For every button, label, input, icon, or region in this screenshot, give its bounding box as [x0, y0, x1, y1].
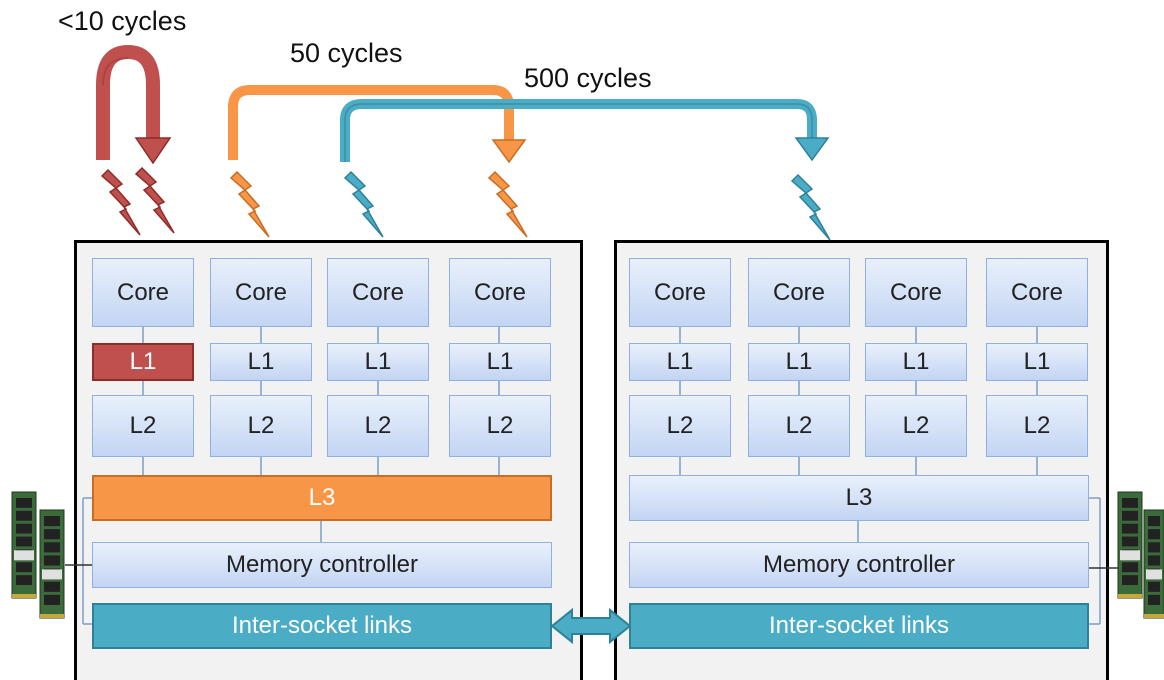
core-box: Core [629, 258, 731, 327]
same-socket-arrowhead-icon [491, 139, 527, 164]
local-latency-arrow [96, 44, 160, 160]
core-box: Core [327, 258, 429, 327]
lightning-bolt-icon [134, 166, 175, 234]
double-arrow-icon [550, 607, 632, 645]
lightning-bolt-icon [343, 170, 384, 238]
l1-cache: L1 [449, 343, 551, 381]
l1-cache: L1 [327, 343, 429, 381]
socket-1-connectors [65, 327, 500, 625]
lightning-bolt-icon [790, 173, 831, 241]
l1-cache: L1 [210, 343, 312, 381]
memory-controller: Memory controller [629, 542, 1089, 588]
lightning-bolt-icon [100, 168, 141, 236]
l2-cache: L2 [629, 395, 731, 457]
inter-socket-links: Inter-socket links [629, 603, 1089, 649]
l3-cache-highlighted: L3 [92, 475, 552, 521]
cross-socket-latency-label: 500 cycles [524, 63, 652, 93]
core-box: Core [748, 258, 850, 327]
lightning-bolt-icon [229, 170, 270, 238]
inter-socket-links: Inter-socket links [92, 603, 552, 649]
local-arrowhead-icon [134, 137, 172, 165]
socket-2-connectors [679, 327, 1118, 625]
lightning-bolt-icon [487, 170, 528, 238]
l2-cache: L2 [449, 395, 551, 457]
memory-module-icon [11, 491, 65, 619]
l1-cache: L1 [986, 343, 1088, 381]
core-box: Core [92, 258, 194, 327]
l2-cache: L2 [865, 395, 967, 457]
memory-controller: Memory controller [92, 542, 552, 588]
same-socket-latency-label: 50 cycles [290, 38, 403, 68]
core-box: Core [449, 258, 551, 327]
l2-cache: L2 [327, 395, 429, 457]
l2-cache: L2 [986, 395, 1088, 457]
l1-cache: L1 [748, 343, 850, 381]
l1-cache-highlighted: L1 [92, 343, 194, 381]
core-box: Core [210, 258, 312, 327]
l2-cache: L2 [748, 395, 850, 457]
l1-cache: L1 [629, 343, 731, 381]
local-latency-label: <10 cycles [58, 6, 187, 36]
l2-cache: L2 [210, 395, 312, 457]
core-box: Core [986, 258, 1088, 327]
core-box: Core [865, 258, 967, 327]
memory-module-icon [1117, 491, 1164, 619]
l2-cache: L2 [92, 395, 194, 457]
cross-socket-arrow [340, 99, 817, 162]
l1-cache: L1 [865, 343, 967, 381]
l3-cache: L3 [629, 475, 1089, 521]
cross-socket-arrowhead-icon [794, 137, 830, 162]
